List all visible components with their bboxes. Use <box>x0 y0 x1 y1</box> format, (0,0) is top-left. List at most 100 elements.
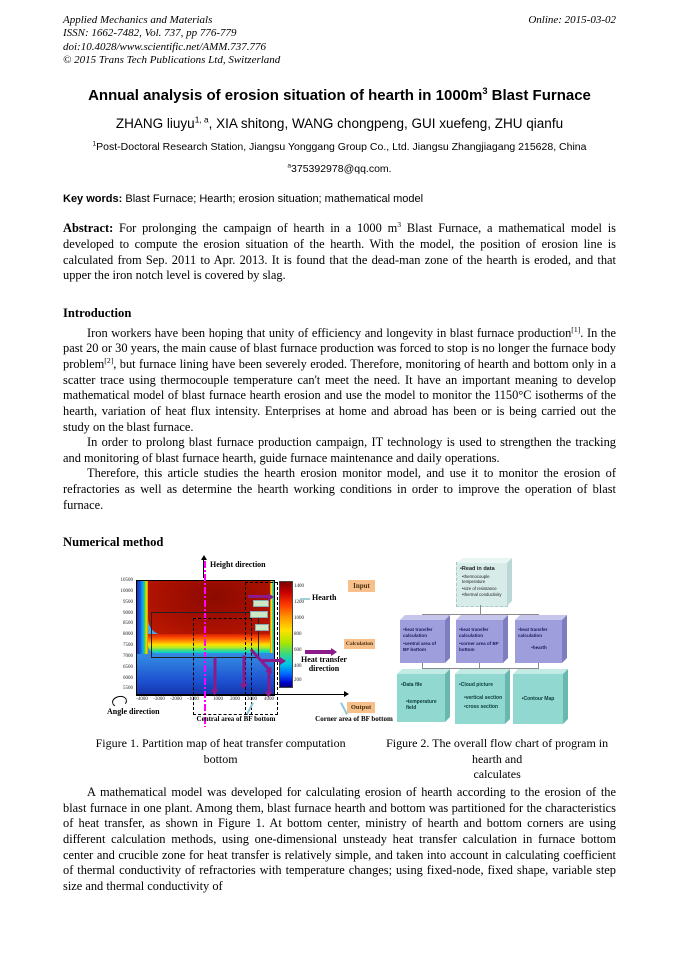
heat-flow-arrow-down <box>213 657 217 690</box>
keywords-text: Blast Furnace; Hearth; erosion situation… <box>122 193 424 206</box>
affiliation-line: 1Post-Doctoral Research Station, Jiangsu… <box>63 140 616 155</box>
out-box-line: •Cloud picture <box>459 682 493 689</box>
y-tick: 10000 <box>120 589 134 595</box>
heat-transfer-line2: direction <box>308 664 340 674</box>
output-box-contourmap: •Contour Map <box>513 674 563 725</box>
abstract-paragraph: Abstract: For prolonging the campaign of… <box>63 221 616 284</box>
heat-flow-arrow-down <box>267 667 271 692</box>
output-box-cloudpicture: •Cloud picture •vertical section •cross … <box>455 674 505 725</box>
calculation-domain-box <box>151 612 259 659</box>
heat-flow-arrow-down <box>242 655 246 684</box>
calc-box-central: •heat transfer calculation •central area… <box>400 620 445 664</box>
center-line <box>204 561 206 728</box>
connector <box>480 605 481 615</box>
colorbar-tick: 1200 <box>294 600 304 606</box>
keywords-label: Key words: <box>63 193 123 206</box>
title-text: Annual analysis of erosion situation of … <box>88 86 483 104</box>
y-tick: 8500 <box>123 621 133 627</box>
x-tick: -3000 <box>153 697 165 703</box>
title-text-2: Blast Furnace <box>487 86 591 104</box>
intro-p1-text-b: . In the past 20 or 30 years, the main c… <box>63 325 616 372</box>
citation-ref-1: [1] <box>571 324 581 334</box>
journal-issn: ISSN: 1662-7482, Vol. 737, pp 776-779 <box>63 27 237 40</box>
y-tick: 8000 <box>123 632 133 638</box>
y-tick: 6500 <box>123 665 133 671</box>
y-tick: 5500 <box>123 686 133 692</box>
angle-direction-label: Angle direction <box>107 707 160 717</box>
intro-paragraph-3: Therefore, this article studies the hear… <box>63 466 616 512</box>
figure-captions: Figure 1. Partition map of heat transfer… <box>63 736 616 783</box>
journal-name: Applied Mechanics and Materials <box>63 14 213 26</box>
intro-paragraph-2: In order to prolong blast furnace produc… <box>63 435 616 465</box>
thermocouple-chip <box>250 611 268 619</box>
abstract-superscript: 3 <box>397 220 402 230</box>
section-heading-numerical-method: Numerical method <box>63 535 164 550</box>
affiliation-superscript: 1 <box>92 140 97 148</box>
thermocouple-chip <box>255 624 269 632</box>
caption-figure-2: Figure 2. The overall flow chart of prog… <box>378 736 616 783</box>
calc-box-hearth: •heat transfer calculation •hearth <box>515 620 562 664</box>
title-superscript: 3 <box>482 85 488 96</box>
read-in-data-box: •Read in data •thermocouple temperature … <box>456 562 508 608</box>
citation-ref-2: [2] <box>104 355 114 365</box>
central-area-label: Central area of BF bottom <box>196 715 276 724</box>
x-tick: 2000 <box>230 697 240 703</box>
journal-copyright: © 2015 Trans Tech Publications Ltd, Swit… <box>63 54 281 67</box>
x-axis-arrow <box>136 691 349 698</box>
output-box-datafile: •Data file •temperature field <box>397 674 445 723</box>
central-area-dashed-box <box>193 618 252 716</box>
read-title: •Read in data <box>460 566 495 573</box>
height-direction-label: Height direction <box>210 560 266 570</box>
online-date: Online: 2015-03-02 <box>528 14 616 26</box>
thermocouple-chip <box>253 600 269 608</box>
caption-2-line2: calculates <box>473 767 521 782</box>
calculation-stage-label: Calculation <box>344 639 375 650</box>
input-stage-label: Input <box>348 580 375 593</box>
x-tick: 3000 <box>247 697 257 703</box>
authors-rest: , XIA shitong, WANG chongpeng, GUI xuefe… <box>208 115 564 131</box>
colorbar-tick: 1400 <box>294 584 304 590</box>
x-tick: 1000 <box>213 697 223 703</box>
body-paragraph: A mathematical model was developed for c… <box>63 785 616 893</box>
isotherm-bands <box>148 633 270 654</box>
calc-box-line1: •heat transfer calculation <box>459 627 489 639</box>
corner-area-label: Corner area of BF bottom <box>315 715 393 724</box>
paper-title: Annual analysis of erosion situation of … <box>63 85 616 105</box>
corner-area-dashed-box <box>245 582 278 716</box>
email-text: 375392978@qq.com. <box>291 163 392 176</box>
affiliation-text: Post-Doctoral Research Station, Jiangsu … <box>96 140 587 153</box>
journal-header: Applied Mechanics and Materials ISSN: 16… <box>63 14 616 68</box>
output-stage-label: Output <box>347 702 375 714</box>
section-heading-introduction: Introduction <box>63 305 132 320</box>
calc-box-line2: •corner area of BF bottom <box>459 641 499 653</box>
x-tick: -1000 <box>187 697 199 703</box>
keywords-line: Key words: Blast Furnace; Hearth; erosio… <box>63 193 616 205</box>
read-item: •thermocouple temperature <box>462 574 490 585</box>
caption-1-line1: Figure 1. Partition map of heat transfer… <box>95 736 346 751</box>
colorbar-tick: 400 <box>294 664 302 670</box>
colorbar-tick: 200 <box>294 678 302 684</box>
heat-transfer-line1: Heat transfer <box>301 655 347 665</box>
author-lead: ZHANG liuyu <box>115 115 195 131</box>
y-tick: 9500 <box>123 600 133 606</box>
hearth-label: Hearth <box>312 593 337 603</box>
out-box-line: •temperature field <box>406 698 437 712</box>
caption-figure-1: Figure 1. Partition map of heat transfer… <box>63 736 378 783</box>
y-tick: 7000 <box>123 654 133 660</box>
y-tick: 10500 <box>120 578 134 584</box>
left-wall-gradient <box>137 581 148 655</box>
author-superscript: 1, a <box>194 114 209 125</box>
y-tick: 7500 <box>123 643 133 649</box>
colorbar-tick: 1000 <box>294 616 304 622</box>
intro-paragraph-1: Iron workers have been hoping that unity… <box>63 324 616 435</box>
y-tick: 9000 <box>123 611 133 617</box>
heat-flow-arrow-right <box>262 659 280 663</box>
abstract-text-2: Blast Furnace, a mathematical model is d… <box>63 221 616 283</box>
colorbar-tick: 600 <box>294 648 302 654</box>
y-tick: 6000 <box>123 676 133 682</box>
colorbar-tick: 800 <box>294 632 302 638</box>
heat-transfer-direction-label: Heat transfer direction <box>294 655 354 674</box>
journal-doi: doi:10.4028/www.scientific.net/AMM.737.7… <box>63 40 266 53</box>
heat-flow-arrow-right <box>248 595 268 599</box>
